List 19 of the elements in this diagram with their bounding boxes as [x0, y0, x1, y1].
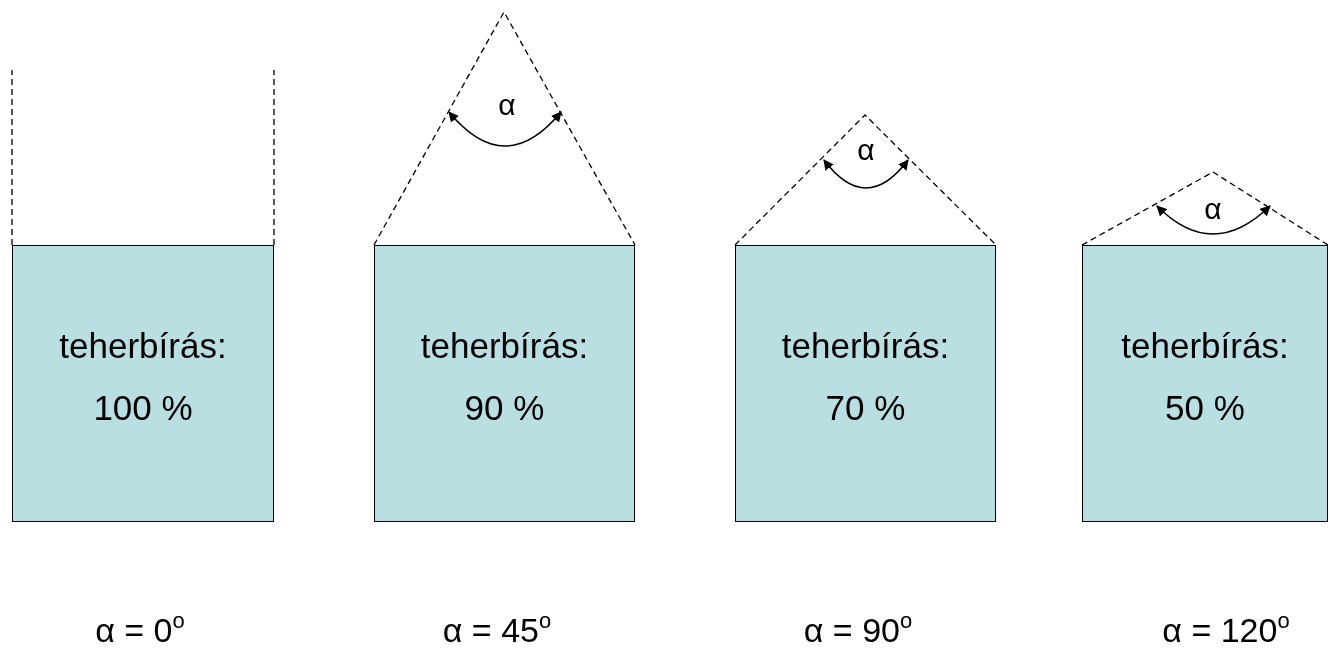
capacity-label: teherbírás: — [781, 326, 950, 366]
angle-caption: α = 90$^{o}$ — [803, 608, 913, 650]
load-box — [12, 245, 274, 522]
capacity-value: 70 % — [825, 388, 906, 428]
angle-caption: α = 0$^{o}$ — [95, 608, 185, 650]
load-box — [374, 245, 635, 522]
capacity-value: 90 % — [464, 388, 545, 428]
capacity-label: teherbírás: — [420, 326, 589, 366]
capacity-label: teherbírás: — [59, 326, 227, 366]
load-box — [1082, 245, 1328, 522]
angle-symbol: α — [857, 133, 875, 167]
capacity-label: teherbírás: — [1121, 326, 1289, 366]
capacity-value: 50 % — [1165, 388, 1245, 428]
capacity-value: 100 % — [93, 388, 193, 428]
angle-caption: α = 45$^{o}$ — [442, 608, 552, 650]
angle-symbol: α — [498, 88, 516, 122]
angle-caption: α = 120$^{o}$ — [1162, 608, 1290, 650]
load-box — [735, 245, 996, 522]
angle-symbol: α — [1204, 192, 1222, 226]
